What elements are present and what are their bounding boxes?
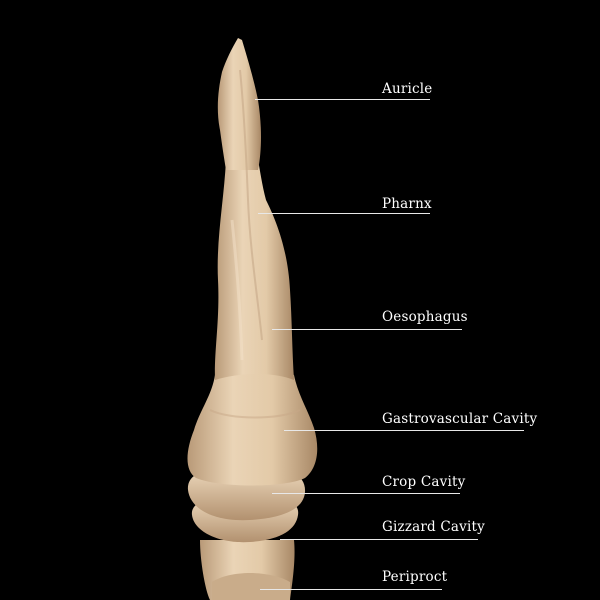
periproct-tip: [212, 573, 290, 600]
gastrovascular-leader-line: [284, 430, 524, 431]
gastrovascular-segment: [187, 368, 318, 486]
label-auricle: Auricle: [382, 81, 433, 97]
gizzard-leader-line: [280, 539, 478, 540]
label-gastrovascular-cavity: Gastrovascular Cavity: [382, 411, 538, 427]
label-oesophagus: Oesophagus: [382, 309, 468, 325]
label-periproct: Periproct: [382, 569, 448, 585]
label-gizzard-cavity: Gizzard Cavity: [382, 519, 485, 535]
auricle-leader-line: [255, 99, 430, 100]
crop-leader-line: [272, 493, 460, 494]
pharnx-leader-line: [258, 213, 430, 214]
oesophagus-leader-line: [272, 329, 462, 330]
label-pharnx: Pharnx: [382, 196, 432, 212]
periproct-leader-line: [260, 589, 442, 590]
label-crop-cavity: Crop Cavity: [382, 474, 466, 490]
auricle-segment: [217, 38, 261, 170]
